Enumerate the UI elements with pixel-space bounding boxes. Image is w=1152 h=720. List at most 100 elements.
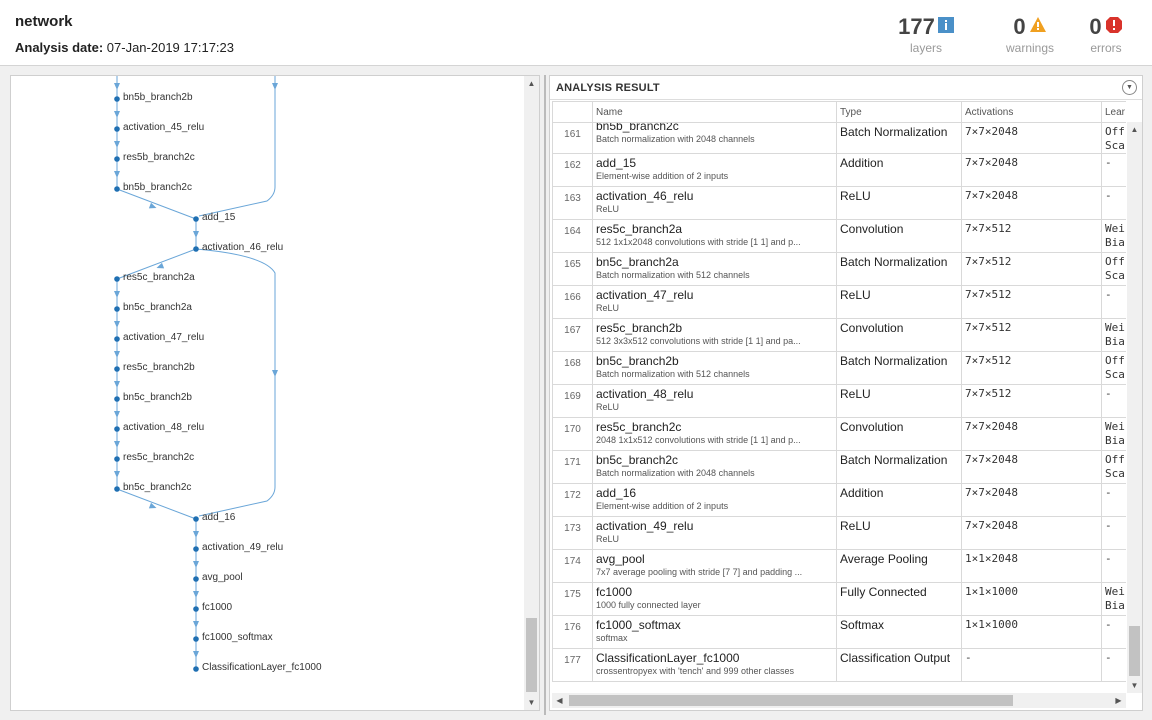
- column-header-learnables[interactable]: Lear: [1101, 101, 1126, 123]
- layer-type-cell: Convolution: [836, 417, 962, 451]
- graph-node-label[interactable]: activation_45_relu: [123, 122, 205, 133]
- graph-node-label[interactable]: activation_48_relu: [123, 422, 205, 433]
- warning-icon[interactable]: [1029, 16, 1047, 38]
- column-header-activations[interactable]: Activations: [961, 101, 1102, 123]
- info-icon[interactable]: [937, 16, 954, 38]
- layer-name: fc1000: [596, 585, 633, 599]
- layer-type: Convolution: [840, 420, 904, 434]
- table-vertical-scrollbar[interactable]: ▲ ▼: [1127, 122, 1142, 693]
- table-scroll-down-arrow-icon[interactable]: ▼: [1130, 681, 1139, 690]
- graph-vertical-scrollbar[interactable]: ▲ ▼: [524, 76, 539, 710]
- table-hscroll-thumb[interactable]: [569, 695, 1013, 706]
- column-header-name[interactable]: Name: [592, 101, 837, 123]
- activation-size: 7×7×2048: [965, 125, 1018, 138]
- graph-node-label[interactable]: bn5b_branch2c: [123, 182, 192, 193]
- graph-node[interactable]: [193, 246, 199, 252]
- graph-node[interactable]: [193, 546, 199, 552]
- graph-node[interactable]: [193, 636, 199, 642]
- scroll-up-arrow-icon[interactable]: ▲: [527, 79, 536, 88]
- graph-node-label[interactable]: res5c_branch2c: [123, 452, 195, 463]
- graph-node[interactable]: [114, 96, 120, 102]
- graph-node[interactable]: [114, 306, 120, 312]
- network-graph-panel[interactable]: bn5b_branch2b activation_45_relu res5b_bra…: [10, 75, 540, 711]
- error-icon[interactable]: [1105, 16, 1123, 39]
- network-graph[interactable]: [11, 76, 523, 711]
- learnables-line-1: -: [1105, 288, 1112, 301]
- graph-node-label[interactable]: bn5c_branch2b: [123, 392, 192, 403]
- graph-node-label[interactable]: add_16: [202, 512, 236, 523]
- activation-size: 7×7×512: [965, 288, 1012, 301]
- graph-node[interactable]: [114, 126, 120, 132]
- graph-node[interactable]: [193, 606, 199, 612]
- layer-name: res5c_branch2a: [596, 222, 683, 236]
- scroll-down-arrow-icon[interactable]: ▼: [527, 698, 536, 707]
- column-header-type[interactable]: Type: [836, 101, 962, 123]
- graph-node[interactable]: [114, 426, 120, 432]
- learnables-line-1: Off: [1105, 453, 1125, 466]
- scroll-right-arrow-icon[interactable]: ▶: [1115, 696, 1122, 705]
- graph-node-label[interactable]: ClassificationLayer_fc1000: [202, 662, 322, 673]
- graph-node-label[interactable]: bn5b_branch2b: [123, 92, 193, 103]
- graph-node-label[interactable]: bn5c_branch2a: [123, 302, 192, 313]
- table-scroll-up-arrow-icon[interactable]: ▲: [1130, 125, 1139, 134]
- activation-size: 7×7×2048: [965, 453, 1018, 466]
- graph-node[interactable]: [114, 486, 120, 492]
- scroll-left-arrow-icon[interactable]: ◀: [556, 696, 563, 705]
- column-header-index[interactable]: [552, 101, 593, 123]
- graph-node-label[interactable]: activation_46_relu: [202, 242, 284, 253]
- graph-node-label[interactable]: activation_47_relu: [123, 332, 205, 343]
- graph-node-label[interactable]: avg_pool: [202, 572, 243, 583]
- graph-node-label[interactable]: fc1000_softmax: [202, 632, 273, 643]
- table-scroll-thumb[interactable]: [1129, 626, 1140, 676]
- graph-scroll-thumb[interactable]: [526, 618, 537, 692]
- graph-node[interactable]: [114, 456, 120, 462]
- activation-size: 7×7×512: [965, 387, 1012, 400]
- graph-edge-arrow: [114, 441, 120, 448]
- panel-splitter[interactable]: [544, 75, 546, 715]
- graph-node-label[interactable]: activation_49_relu: [202, 542, 284, 553]
- layer-description: Batch normalization with 2048 channels: [596, 468, 755, 478]
- graph-node[interactable]: [193, 516, 199, 522]
- graph-node[interactable]: [193, 576, 199, 582]
- graph-node[interactable]: [114, 276, 120, 282]
- graph-node-label[interactable]: res5c_branch2a: [123, 272, 195, 283]
- graph-node-label[interactable]: res5c_branch2b: [123, 362, 195, 373]
- graph-node[interactable]: [193, 216, 199, 222]
- table-horizontal-scrollbar[interactable]: ◀ ▶: [552, 693, 1126, 708]
- graph-node[interactable]: [193, 666, 199, 672]
- graph-node-label[interactable]: add_15: [202, 212, 236, 223]
- graph-node[interactable]: [114, 396, 120, 402]
- graph-edge: [116, 488, 197, 520]
- graph-edge-arrow: [114, 111, 120, 118]
- row-index: 172: [552, 483, 593, 517]
- graph-node[interactable]: [114, 186, 120, 192]
- collapse-chevron-down-icon[interactable]: ▼: [1122, 80, 1137, 95]
- activations-cell: -: [961, 648, 1102, 682]
- graph-node[interactable]: [114, 366, 120, 372]
- graph-node-label[interactable]: res5b_branch2c: [123, 152, 195, 163]
- graph-node-label[interactable]: fc1000: [202, 602, 233, 613]
- graph-edge-arrow: [193, 561, 199, 568]
- graph-node[interactable]: [114, 156, 120, 162]
- graph-node-label[interactable]: bn5c_branch2c: [123, 482, 192, 493]
- graph-node[interactable]: [114, 336, 120, 342]
